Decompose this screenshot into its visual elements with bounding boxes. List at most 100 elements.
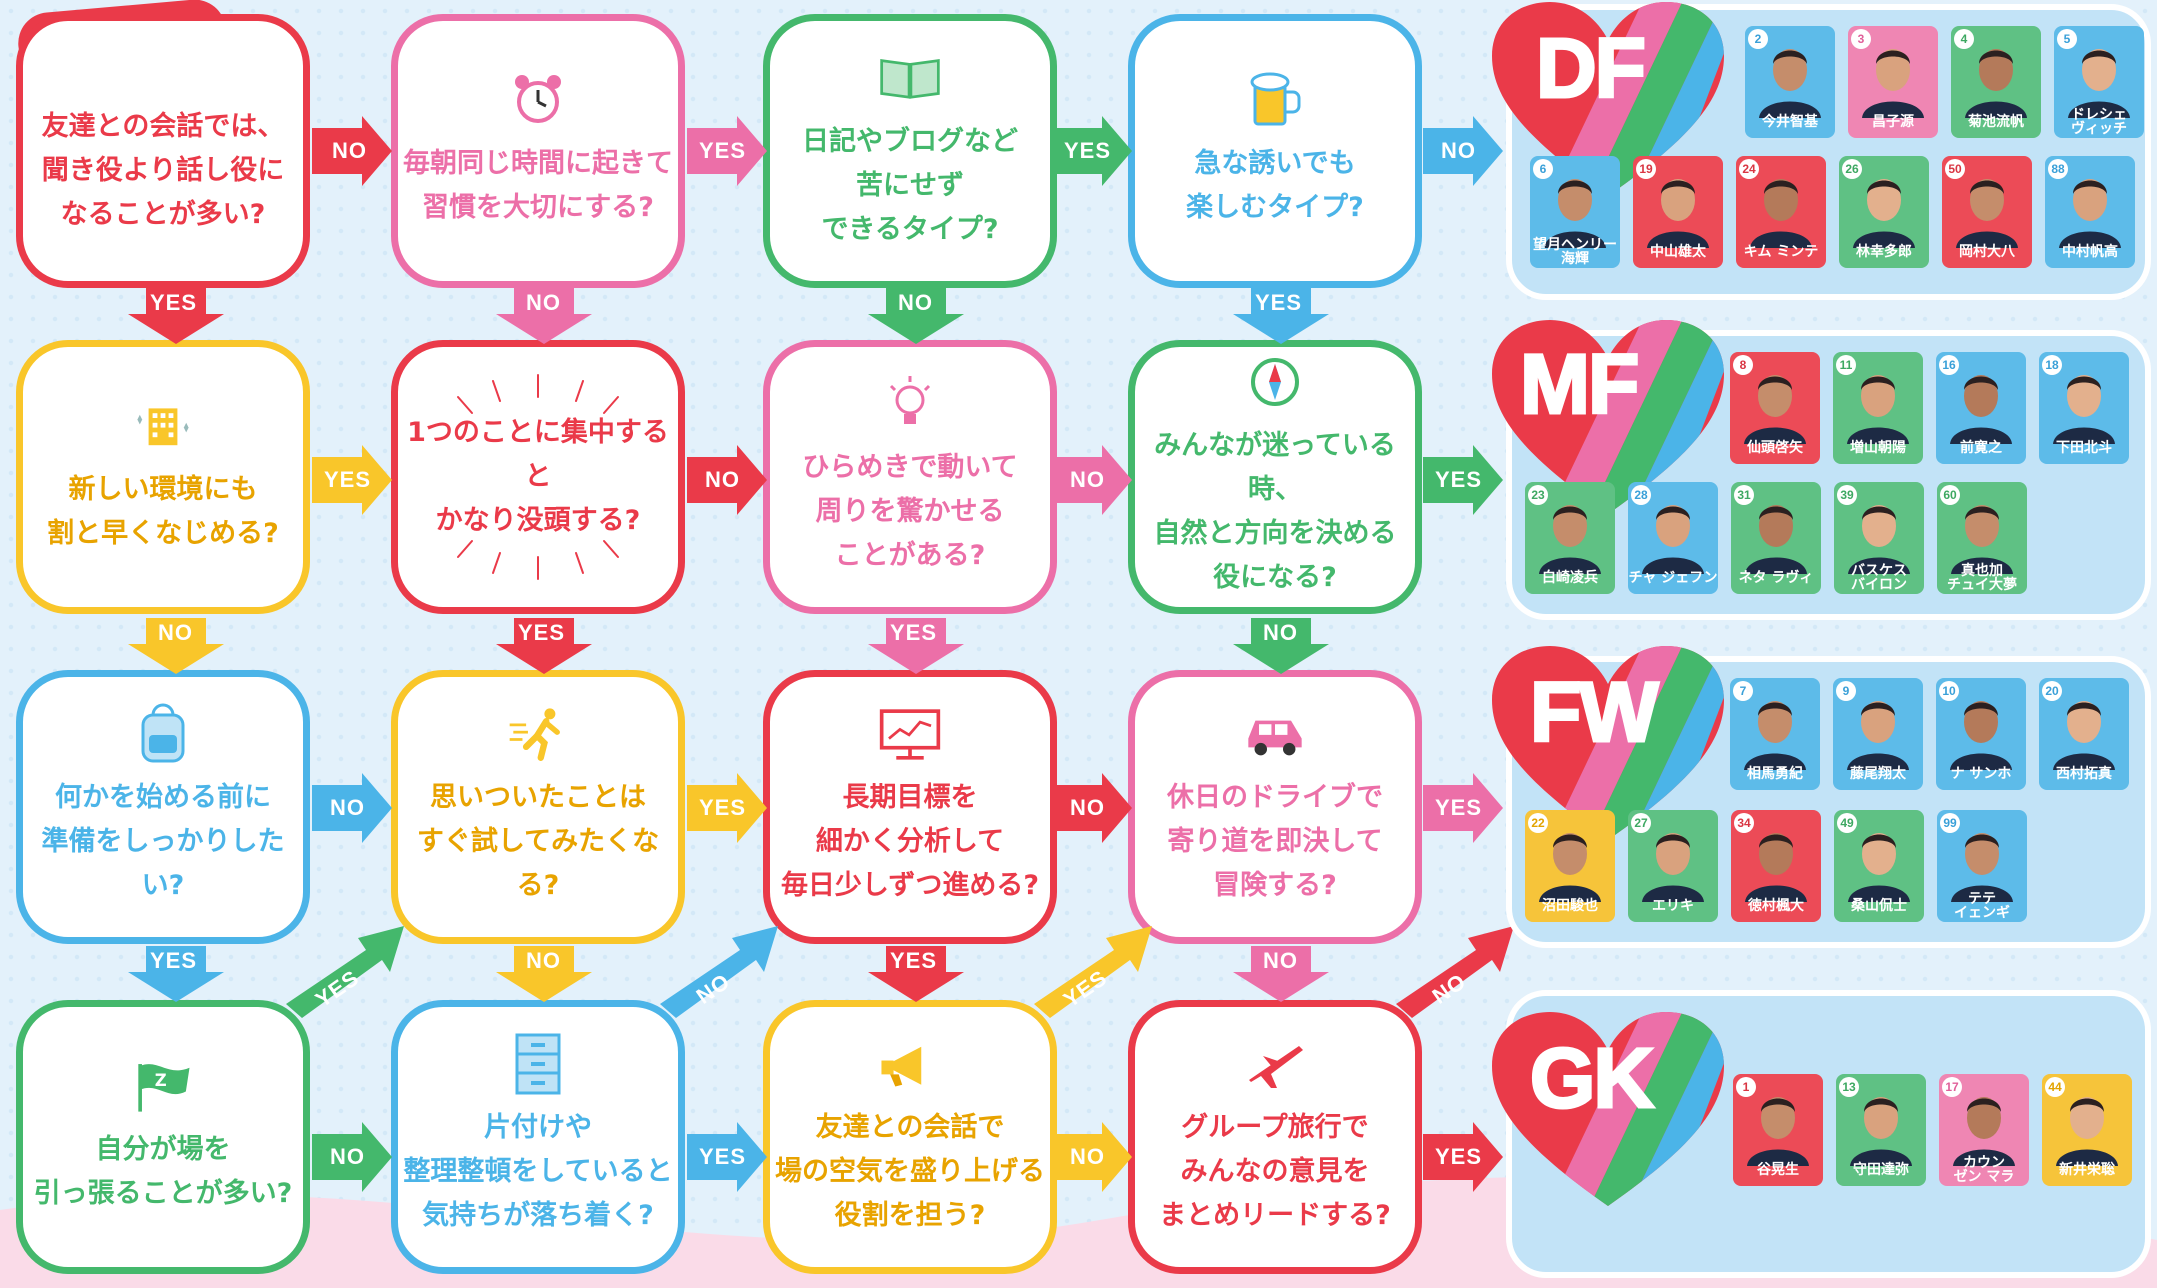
player-card-df[interactable]: 19 中山雄太 xyxy=(1633,156,1723,268)
question-text: 友達との会話で 場の空気を盛り上げる 役割を担う? xyxy=(775,1112,1045,1231)
megaphone-icon xyxy=(878,1036,942,1092)
player-photo xyxy=(1862,49,1924,118)
player-name: 沼田駿也 xyxy=(1542,898,1598,914)
arrow-q11-to-q12: NO xyxy=(1052,773,1132,843)
question-text: 何かを始める前に 準備をしっかりしたい? xyxy=(41,782,285,901)
arrow-label: NO xyxy=(526,290,561,315)
player-photo xyxy=(1848,833,1910,902)
open-book-icon xyxy=(878,50,942,106)
player-card-mf[interactable]: 28 チャ ジェフン xyxy=(1628,482,1718,594)
position-label-fw: FW xyxy=(1529,664,1661,761)
question-box-q6[interactable]: 1つのことに集中すると かなり没頭する? xyxy=(391,340,685,614)
airplane-icon xyxy=(1243,1036,1307,1092)
arrow-label: NO xyxy=(526,948,561,973)
player-name: 谷晃生 xyxy=(1757,1162,1799,1178)
question-box-q11[interactable]: 長期目標を 細かく分析して 毎日少しずつ進める? xyxy=(763,670,1057,944)
player-name: 菊池流帆 xyxy=(1968,114,2024,130)
player-card-gk[interactable]: 17 カウン ゼン マラ xyxy=(1939,1074,2029,1186)
question-box-q12[interactable]: 休日のドライブで 寄り道を即決して 冒険する? xyxy=(1128,670,1422,944)
question-text: 急な誘いでも 楽しむタイプ? xyxy=(1186,148,1364,223)
arrow-q16-to-gk: YES xyxy=(1423,1122,1503,1192)
player-name: チャ ジェフン xyxy=(1628,570,1718,586)
arrow-q3-to-q7: NO xyxy=(868,288,964,344)
question-text: グループ旅行で みんなの意見を まとめリードする? xyxy=(1159,1112,1391,1231)
player-number: 19 xyxy=(1636,159,1656,179)
question-box-q5[interactable]: 新しい環境にも 割と早くなじめる? xyxy=(16,340,310,614)
question-box-q2[interactable]: 毎朝同じ時間に起きて 習慣を大切にする? xyxy=(391,14,685,288)
svg-text:Z: Z xyxy=(155,1071,167,1090)
player-photo xyxy=(1744,701,1806,770)
player-number: 17 xyxy=(1942,1077,1962,1097)
arrow-q13-to-q10: YES xyxy=(286,918,416,1028)
question-box-q3[interactable]: 日記やブログなど 苦にせず できるタイプ? xyxy=(763,14,1057,288)
player-number: 26 xyxy=(1842,159,1862,179)
arrow-q7-to-q11: YES xyxy=(868,618,964,674)
lightbulb-icon xyxy=(878,376,942,432)
question-box-q15[interactable]: 友達との会話で 場の空気を盛り上げる 役割を担う? xyxy=(763,1000,1057,1274)
player-number: 49 xyxy=(1837,813,1857,833)
player-photo xyxy=(1544,179,1606,248)
arrow-q1-to-q2: NO xyxy=(312,116,392,186)
question-box-q8[interactable]: みんなが迷っている時、 自然と方向を決める 役になる? xyxy=(1128,340,1422,614)
question-text: 1つのことに集中すると かなり没頭する? xyxy=(407,417,669,536)
player-number: 9 xyxy=(1836,681,1856,701)
running-person-icon xyxy=(506,706,570,762)
arrow-q6-to-q10: YES xyxy=(496,618,592,674)
player-name: 中山雄太 xyxy=(1650,244,1706,260)
question-box-q1[interactable]: 友達との会話では、 聞き役より話し役に なることが多い? xyxy=(16,14,310,288)
question-box-q4[interactable]: 急な誘いでも 楽しむタイプ? xyxy=(1128,14,1422,288)
question-box-q9[interactable]: 何かを始める前に 準備をしっかりしたい? xyxy=(16,670,310,944)
question-box-q16[interactable]: グループ旅行で みんなの意見を まとめリードする? xyxy=(1128,1000,1422,1274)
question-box-q13[interactable]: Z 自分が場を 引っ張ることが多い? xyxy=(16,1000,310,1274)
player-photo xyxy=(1956,179,2018,248)
chart-monitor-icon xyxy=(878,706,942,762)
arrow-label: NO xyxy=(898,290,933,315)
arrow-q8-to-q12: NO xyxy=(1233,618,1329,674)
player-number: 16 xyxy=(1939,355,1959,375)
question-box-q14[interactable]: 片付けや 整理整頓をしていると 気持ちが落ち着く? xyxy=(391,1000,685,1274)
player-number: 50 xyxy=(1945,159,1965,179)
player-photo xyxy=(1965,49,2027,118)
player-photo xyxy=(1747,1097,1809,1166)
player-number: 23 xyxy=(1528,485,1548,505)
question-box-q10[interactable]: 思いついたことは すぐ試してみたくなる? xyxy=(391,670,685,944)
player-photo xyxy=(1853,179,1915,248)
question-box-q7[interactable]: ひらめきで動いて 周りを驚かせる ことがある? xyxy=(763,340,1057,614)
question-text: ひらめきで動いて 周りを驚かせる ことがある? xyxy=(802,452,1018,571)
player-photo xyxy=(1850,1097,1912,1166)
question-text: 思いついたことは すぐ試してみたくなる? xyxy=(416,782,660,901)
arrow-label: NO xyxy=(1070,1144,1105,1169)
player-number: 28 xyxy=(1631,485,1651,505)
player-name: カウン ゼン マラ xyxy=(1953,1155,2015,1185)
